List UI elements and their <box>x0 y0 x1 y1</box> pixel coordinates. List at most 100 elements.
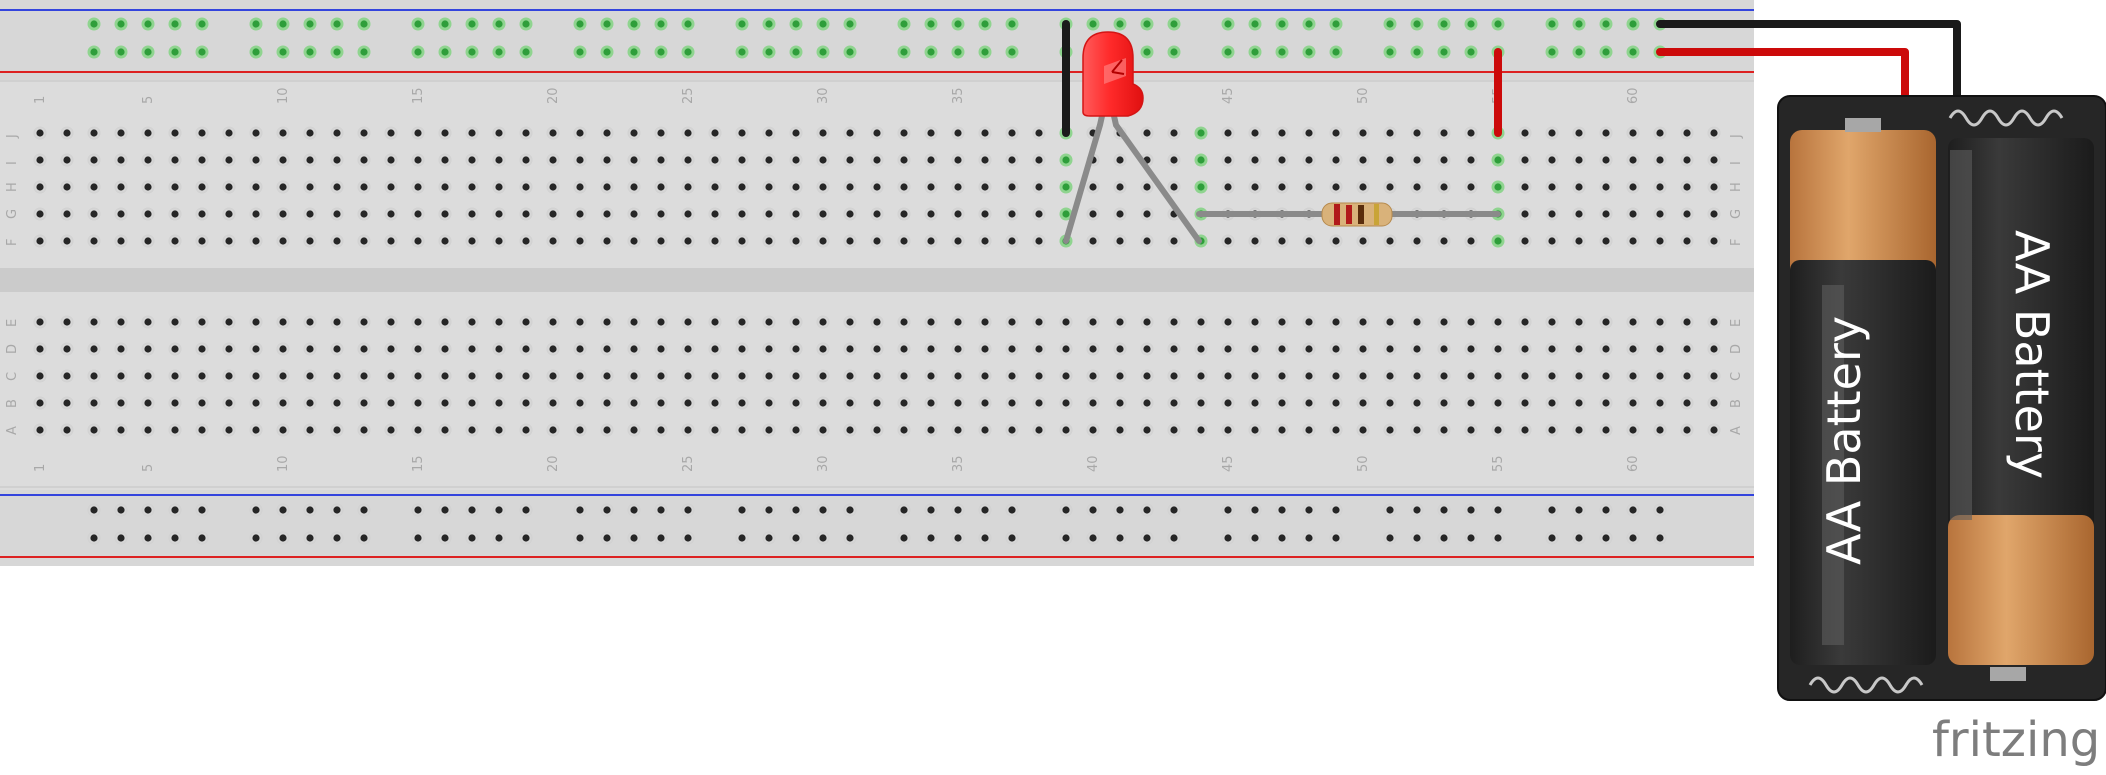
breadboard-hole <box>1113 423 1127 437</box>
breadboard-hole <box>654 342 668 356</box>
breadboard-hole <box>357 153 371 167</box>
breadboard-hole <box>1167 126 1181 140</box>
power-rail-hole <box>600 531 614 545</box>
breadboard-hole <box>1140 207 1154 221</box>
breadboard-hole <box>789 342 803 356</box>
breadboard-hole <box>870 207 884 221</box>
power-rail-hole <box>1383 45 1397 59</box>
breadboard-hole <box>411 207 425 221</box>
power-rail-hole <box>303 503 317 517</box>
power-rail-hole <box>195 503 209 517</box>
breadboard-hole <box>1518 234 1532 248</box>
breadboard-hole <box>870 153 884 167</box>
breadboard-hole <box>1599 342 1613 356</box>
breadboard-hole <box>411 126 425 140</box>
breadboard-hole <box>195 207 209 221</box>
breadboard-hole <box>1275 369 1289 383</box>
breadboard-hole <box>276 423 290 437</box>
power-rail-hole <box>276 531 290 545</box>
power-rail-hole <box>1653 503 1667 517</box>
power-rail-hole <box>978 531 992 545</box>
power-rail-hole <box>357 17 371 31</box>
breadboard-hole <box>249 342 263 356</box>
power-rail-hole <box>330 531 344 545</box>
breadboard-hole <box>924 396 938 410</box>
breadboard-hole <box>708 423 722 437</box>
breadboard-hole <box>762 234 776 248</box>
power-rail-hole <box>654 45 668 59</box>
breadboard-hole <box>222 423 236 437</box>
breadboard-hole <box>1599 153 1613 167</box>
power-rail-hole <box>951 17 965 31</box>
breadboard-hole <box>627 423 641 437</box>
breadboard-hole <box>1086 234 1100 248</box>
breadboard-hole <box>357 369 371 383</box>
breadboard-hole <box>681 153 695 167</box>
breadboard-hole <box>1032 153 1046 167</box>
breadboard-hole <box>1491 153 1505 167</box>
breadboard-hole <box>330 153 344 167</box>
breadboard-hole <box>924 180 938 194</box>
column-number-label: 5 <box>141 96 156 104</box>
breadboard-hole <box>816 369 830 383</box>
breadboard-hole <box>195 315 209 329</box>
power-rail-hole <box>1221 531 1235 545</box>
power-rail-hole <box>519 17 533 31</box>
row-letter-label: B <box>5 399 20 408</box>
breadboard-hole <box>1410 126 1424 140</box>
breadboard-hole <box>114 423 128 437</box>
breadboard-hole <box>276 234 290 248</box>
breadboard-hole <box>1167 369 1181 383</box>
breadboard-hole <box>1599 207 1613 221</box>
breadboard-hole <box>384 234 398 248</box>
power-rail-hole <box>519 45 533 59</box>
breadboard-hole <box>1491 315 1505 329</box>
battery-red-lead <box>1656 48 1909 104</box>
breadboard-hole <box>303 315 317 329</box>
breadboard-hole <box>33 234 47 248</box>
breadboard-hole <box>492 396 506 410</box>
breadboard-hole <box>1383 153 1397 167</box>
breadboard-hole <box>249 126 263 140</box>
breadboard-hole <box>735 369 749 383</box>
resistor-icon <box>1196 202 1501 227</box>
power-rail-hole <box>1167 503 1181 517</box>
breadboard-hole <box>1329 342 1343 356</box>
power-rail-hole <box>249 503 263 517</box>
breadboard-hole <box>708 396 722 410</box>
power-rail-hole <box>681 17 695 31</box>
power-rail-hole <box>276 503 290 517</box>
breadboard-hole <box>1680 423 1694 437</box>
power-rail-hole <box>600 45 614 59</box>
power-rail-hole <box>1491 503 1505 517</box>
breadboard-hole <box>114 180 128 194</box>
breadboard-hole <box>1707 234 1721 248</box>
breadboard-hole <box>519 396 533 410</box>
wire-icon <box>1062 20 1961 137</box>
breadboard-hole <box>816 180 830 194</box>
breadboard-hole <box>519 153 533 167</box>
breadboard-hole <box>357 207 371 221</box>
power-rail-hole <box>1005 45 1019 59</box>
breadboard-hole <box>627 180 641 194</box>
breadboard-hole <box>789 234 803 248</box>
power-rail-hole <box>141 45 155 59</box>
breadboard-hole <box>114 315 128 329</box>
breadboard-hole <box>573 369 587 383</box>
breadboard-hole <box>1572 126 1586 140</box>
breadboard-hole <box>951 423 965 437</box>
breadboard-hole <box>168 207 182 221</box>
breadboard-hole <box>1653 207 1667 221</box>
breadboard-labels: 1155101015152020252530303535404045455050… <box>5 87 1744 472</box>
row-letter-label: I <box>5 161 20 165</box>
power-rail-hole <box>492 503 506 517</box>
breadboard-hole <box>762 207 776 221</box>
power-rail-hole <box>843 17 857 31</box>
column-number-label: 55 <box>1491 455 1506 472</box>
breadboard-hole <box>1113 315 1127 329</box>
breadboard-hole <box>168 369 182 383</box>
breadboard-hole <box>330 396 344 410</box>
column-number-label: 35 <box>951 455 966 472</box>
breadboard-hole <box>924 153 938 167</box>
breadboard-hole <box>654 423 668 437</box>
